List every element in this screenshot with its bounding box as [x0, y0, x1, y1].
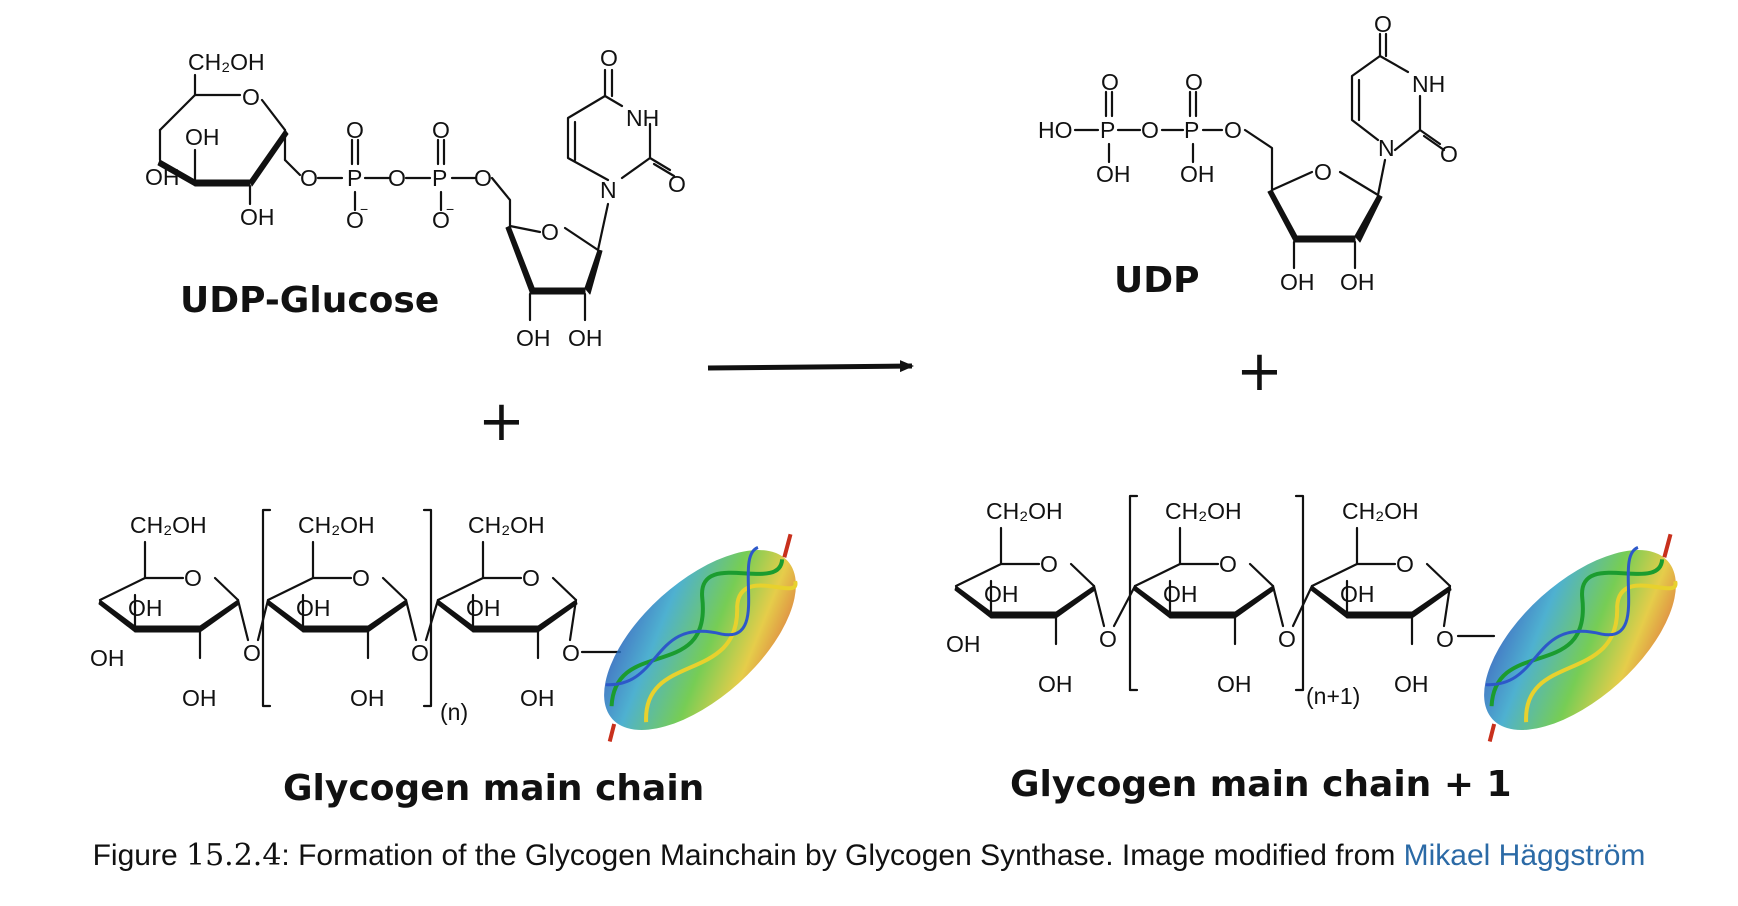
plus-right: +: [1236, 339, 1283, 404]
udpg-p1: P: [347, 165, 362, 191]
gly-r-ring-o-1: O: [1040, 551, 1058, 577]
gly-r-oh-3: OH: [1340, 581, 1375, 607]
gly-l-oh-5: OH: [182, 685, 217, 711]
udpg-uracil-o-right: O: [668, 171, 686, 197]
gly-l-oh-2: OH: [296, 595, 331, 621]
gly-r-ch2oh-1: CH₂OH: [986, 498, 1063, 524]
gly-r-repeat: (n+1): [1306, 683, 1360, 709]
gly-l-link-o-3: O: [562, 640, 580, 666]
reaction-arrow: [707, 360, 914, 373]
udp-p2-oh: OH: [1180, 161, 1215, 187]
glycogenin-protein-left: [604, 533, 798, 742]
udp-ribose-o: O: [1314, 159, 1332, 185]
gly-r-oh-5: OH: [1038, 671, 1073, 697]
udpg-o-link1: O: [300, 165, 318, 191]
gly-l-ring-o-3: O: [522, 565, 540, 591]
udp-o-link2: O: [1224, 117, 1242, 143]
udp-o-link1: O: [1141, 117, 1159, 143]
gly-l-ch2oh-2: CH₂OH: [298, 512, 375, 538]
caption-author-link[interactable]: Mikael Häggström: [1403, 839, 1646, 872]
gly-r-link-o-2: O: [1278, 626, 1296, 652]
udp-structure: [1073, 32, 1446, 270]
gly-l-oh-4: OH: [90, 645, 125, 671]
udpg-ribose-o: O: [541, 219, 559, 245]
gly-r-oh-2: OH: [1163, 581, 1198, 607]
udpg-o-link3: O: [474, 165, 492, 191]
udpg-o-link2: O: [388, 165, 406, 191]
udp-p1: P: [1100, 117, 1115, 143]
udpg-oh-b: OH: [145, 164, 180, 190]
udpg-p2-o-top: O: [432, 117, 450, 143]
udpg-oh-a: OH: [185, 124, 220, 150]
gly-l-ring-o-2: O: [352, 565, 370, 591]
udp-ribose-oh1: OH: [1280, 269, 1315, 295]
udp-p2-o-top: O: [1185, 69, 1203, 95]
gly-l-oh-6: OH: [350, 685, 385, 711]
glycogen-left-name: Glycogen main chain: [283, 768, 704, 809]
gly-r-ring-o-3: O: [1396, 551, 1414, 577]
udp-ho: HO: [1038, 117, 1073, 143]
udp-name: UDP: [1114, 260, 1200, 301]
udp-glucose-structure: [157, 68, 676, 322]
gly-r-oh-4: OH: [946, 631, 981, 657]
udpg-nh: NH: [626, 105, 659, 131]
udpg-n: N: [600, 177, 617, 203]
glycogen-chain-right: [953, 494, 1496, 692]
udp-n: N: [1378, 135, 1395, 161]
udpg-oh-c: OH: [240, 204, 275, 230]
glycogen-chain-left: [97, 508, 622, 708]
glycogen-right-name: Glycogen main chain + 1: [1010, 764, 1512, 805]
caption-prefix: Figure: [92, 839, 178, 872]
udp-glucose-name: UDP-Glucose: [180, 280, 439, 321]
udp-p1-oh: OH: [1096, 161, 1131, 187]
gly-l-oh-3: OH: [466, 595, 501, 621]
gly-r-ring-o-2: O: [1219, 551, 1237, 577]
caption-number: 15.2.4: [186, 838, 282, 873]
gly-r-ch2oh-2: CH₂OH: [1165, 498, 1242, 524]
udpg-p2-o-bottom: O: [432, 207, 450, 233]
udp-uracil-o-top: O: [1374, 11, 1392, 37]
udpg-p1-o-top: O: [346, 117, 364, 143]
gly-r-oh-6: OH: [1217, 671, 1252, 697]
gly-r-link-o-1: O: [1099, 626, 1117, 652]
gly-l-link-o-2: O: [411, 640, 429, 666]
gly-l-link-o-1: O: [243, 640, 261, 666]
udp-ribose-oh2: OH: [1340, 269, 1375, 295]
udp-p1-o-top: O: [1101, 69, 1119, 95]
glycogenin-protein-right: [1484, 533, 1678, 742]
udp-uracil-o-right: O: [1440, 141, 1458, 167]
udpg-ring-o: O: [242, 84, 260, 110]
udpg-minus-2: −: [446, 201, 454, 217]
udpg-minus-1: −: [360, 201, 368, 217]
gly-l-oh-7: OH: [520, 685, 555, 711]
udpg-p1-o-bottom: O: [346, 207, 364, 233]
caption-text: : Formation of the Glycogen Mainchain by…: [281, 839, 1404, 872]
udpg-uracil-o-top: O: [600, 45, 618, 71]
gly-l-ch2oh-1: CH₂OH: [130, 512, 207, 538]
reaction-diagram: CH₂OH O OH OH OH O P O P O O O O O − − O…: [90, 11, 1678, 809]
udpg-ch2oh: CH₂OH: [188, 49, 265, 75]
gly-r-oh-7: OH: [1394, 671, 1429, 697]
gly-l-repeat: (n): [440, 699, 468, 725]
udpg-ribose-oh1: OH: [516, 325, 551, 351]
gly-l-ring-o-1: O: [184, 565, 202, 591]
plus-left: +: [478, 389, 525, 454]
udp-p2: P: [1184, 117, 1199, 143]
udp-nh: NH: [1412, 71, 1445, 97]
gly-r-ch2oh-3: CH₂OH: [1342, 498, 1419, 524]
udpg-ribose-oh2: OH: [568, 325, 603, 351]
gly-r-link-o-3: O: [1436, 626, 1454, 652]
figure-caption: Figure 15.2.4: Formation of the Glycogen…: [0, 838, 1738, 873]
gly-r-oh-1: OH: [984, 581, 1019, 607]
gly-l-ch2oh-3: CH₂OH: [468, 512, 545, 538]
gly-l-oh-1: OH: [128, 595, 163, 621]
udpg-p2: P: [432, 165, 447, 191]
